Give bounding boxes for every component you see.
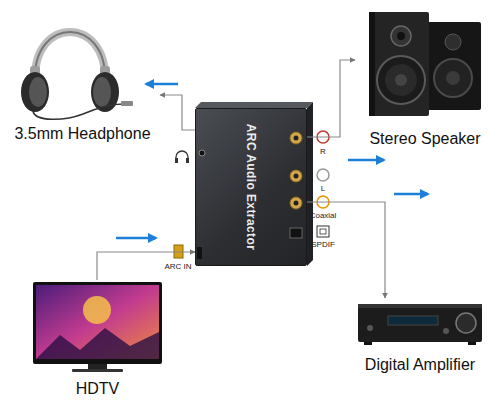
illustration-part xyxy=(317,226,329,237)
cable-connector xyxy=(160,95,195,130)
illustration-part xyxy=(320,229,326,234)
illustration-part xyxy=(377,56,425,104)
cable-connector xyxy=(307,60,355,137)
illustration-part xyxy=(290,228,302,238)
illustration-part xyxy=(35,32,105,80)
illustration-part xyxy=(33,104,123,119)
tv-device: HDTV xyxy=(30,280,165,398)
illustration-part xyxy=(21,72,49,112)
illustration-part xyxy=(116,237,156,240)
illustration-part xyxy=(397,32,405,40)
illustration-part xyxy=(456,313,476,333)
speaker-device: Stereo Speaker xyxy=(355,8,495,148)
illustration-part xyxy=(290,197,302,209)
illustration-part xyxy=(394,193,428,196)
illustration-part xyxy=(364,342,372,345)
illustration-part xyxy=(175,158,178,163)
node-label: Stereo Speaker xyxy=(369,130,480,148)
cable-connector xyxy=(97,252,195,280)
illustration-part xyxy=(35,32,105,80)
headphone-device: 3.5mm Headphone xyxy=(5,8,160,143)
illustration-part xyxy=(369,12,375,116)
extractor-box: ARC Audio Extractor xyxy=(195,108,307,266)
illustration-part xyxy=(395,74,407,86)
illustration-part xyxy=(195,102,313,266)
illustration-part xyxy=(121,101,133,106)
amplifier-device: Digital Amplifier xyxy=(350,298,490,374)
illustration-part xyxy=(33,282,162,364)
illustration-part xyxy=(317,131,329,237)
illustration-part xyxy=(290,132,302,144)
illustration-part xyxy=(36,328,159,359)
illustration-part xyxy=(146,83,178,86)
illustration-part xyxy=(391,26,411,46)
illustration-part xyxy=(93,77,111,107)
illustration-part xyxy=(358,304,482,342)
port-label: R xyxy=(320,147,326,157)
illustration-part xyxy=(197,247,202,259)
illustration-part xyxy=(29,77,47,107)
illustration-part xyxy=(186,158,189,163)
illustration-part xyxy=(294,136,299,141)
illustration-part xyxy=(425,22,481,110)
illustration-part xyxy=(199,150,205,156)
illustration-part xyxy=(88,364,107,369)
port-label: ARC IN xyxy=(164,262,191,272)
illustration-part xyxy=(294,201,299,206)
illustration-part xyxy=(294,174,299,179)
illustration-part xyxy=(446,71,460,85)
node-label: ARC Audio Extractor xyxy=(244,124,258,251)
illustration-part xyxy=(367,325,373,331)
illustration-part xyxy=(445,34,461,50)
illustration-part xyxy=(369,12,429,116)
illustration-part xyxy=(72,369,123,372)
port-label: L xyxy=(321,184,325,194)
illustration-part xyxy=(385,64,417,96)
illustration-part xyxy=(348,159,384,162)
node-label: Digital Amplifier xyxy=(365,356,475,374)
illustration-part xyxy=(434,59,472,97)
illustration-part xyxy=(388,316,438,325)
node-label: HDTV xyxy=(76,380,120,398)
illustration-part xyxy=(358,304,482,308)
node-label: 3.5mm Headphone xyxy=(14,125,150,143)
device-illustration xyxy=(355,8,495,148)
illustration-part xyxy=(468,342,476,345)
illustration-part xyxy=(175,151,189,163)
illustration-part xyxy=(290,170,302,182)
illustration-part xyxy=(36,285,159,359)
port-label: SPDIF xyxy=(311,240,335,250)
illustration-part xyxy=(443,328,449,334)
port-label: Coaxial xyxy=(310,211,337,221)
illustration-part xyxy=(317,169,329,181)
illustration-part xyxy=(83,296,111,324)
cable-connector xyxy=(307,202,385,298)
device-illustration xyxy=(5,8,160,143)
